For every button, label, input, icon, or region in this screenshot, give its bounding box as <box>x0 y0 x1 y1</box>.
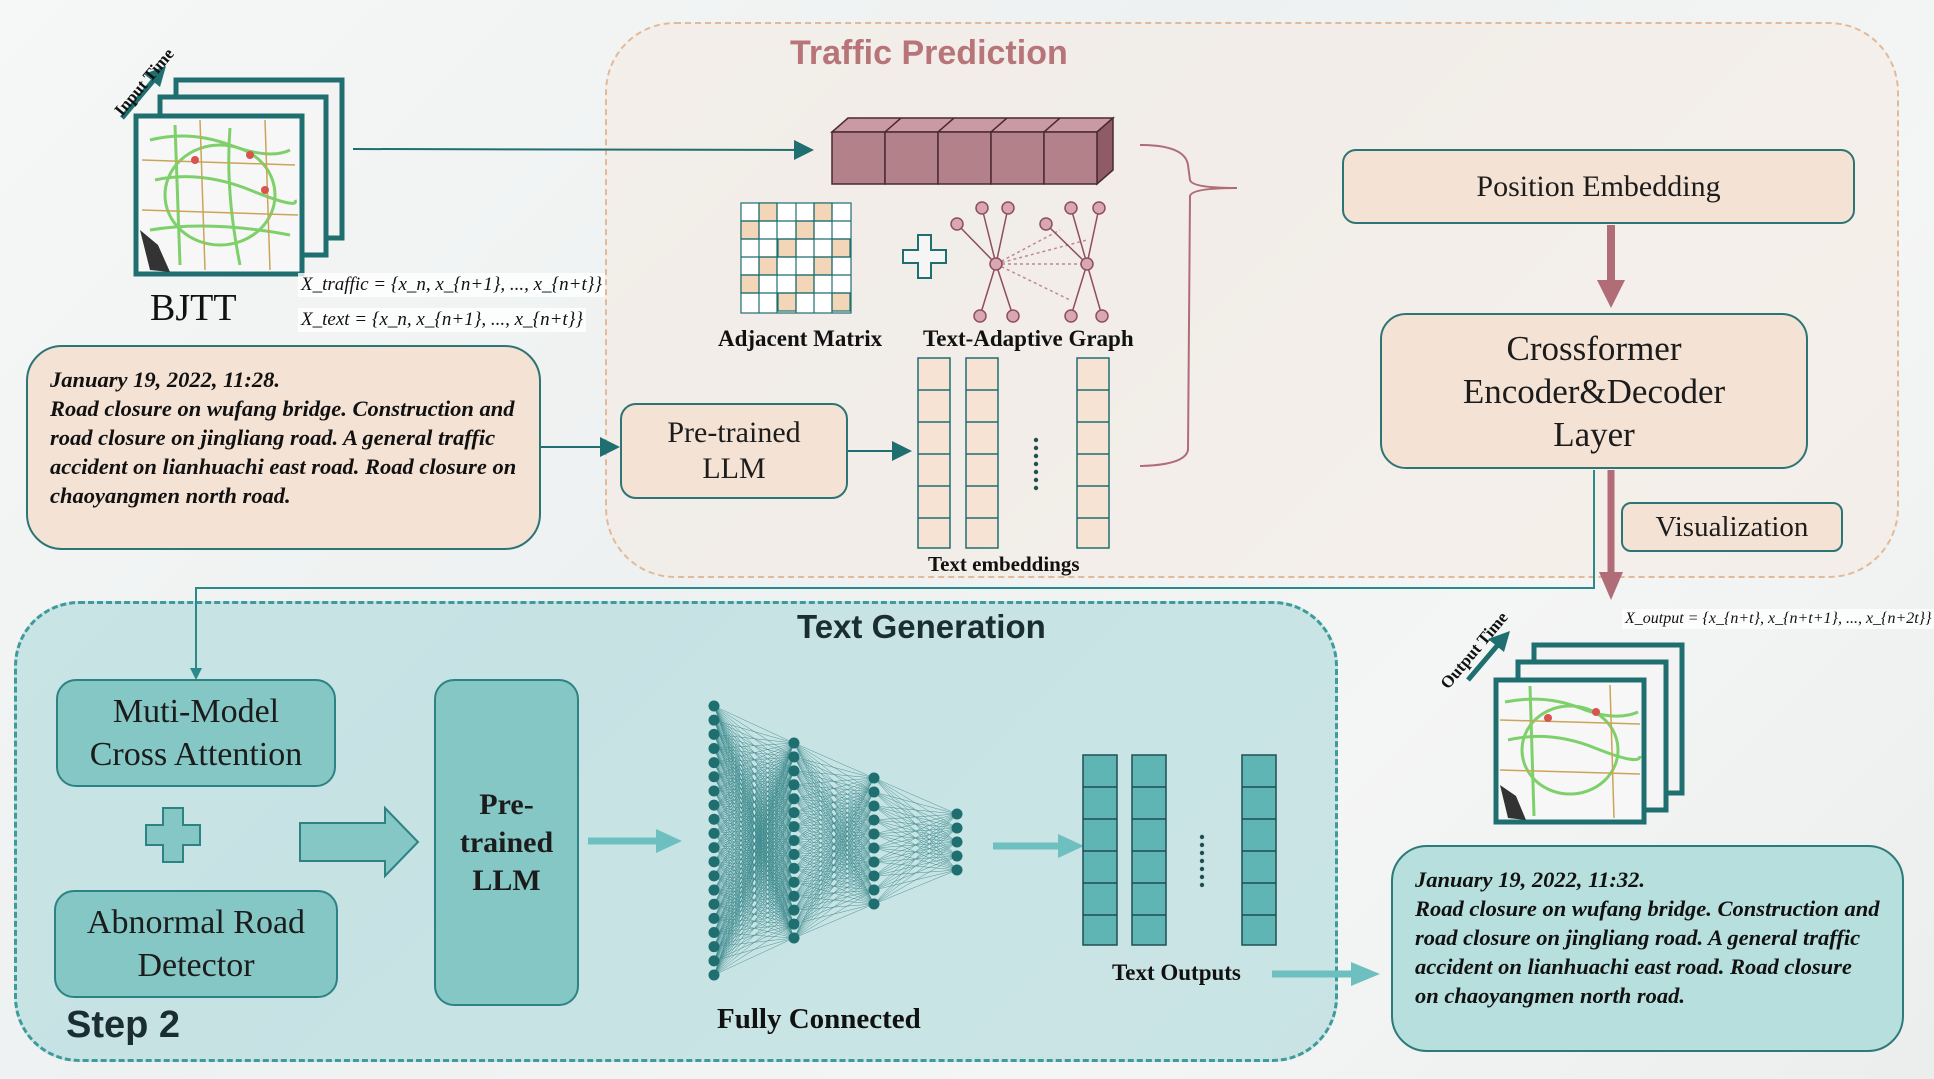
step-label: Step 2 <box>66 1004 181 1046</box>
fc-node <box>868 828 880 840</box>
output-time-arrow-icon <box>1466 631 1510 682</box>
pos-to-crossformer-arrow <box>1597 225 1625 308</box>
fc-node <box>708 700 720 712</box>
traffic-prediction-title: Traffic Prediction <box>790 34 1068 72</box>
fc-node <box>951 864 963 876</box>
fully-connected-network <box>708 700 963 981</box>
fc-node <box>868 898 880 910</box>
fc-node <box>788 918 800 930</box>
position-embedding-box: Position Embedding <box>1342 149 1855 224</box>
text-gen-llm-box: Pre-trained LLM <box>434 679 579 1006</box>
crossformer-to-output-arrow <box>1599 470 1623 600</box>
fc-node <box>788 904 800 916</box>
fc-node <box>708 728 720 740</box>
input-news-date: January 19, 2022, 11:28. <box>50 367 281 392</box>
fc-node <box>708 870 720 882</box>
fc-node <box>708 941 720 953</box>
fc-node <box>708 714 720 726</box>
cross-attention-box: Muti-Model Cross Attention <box>56 679 336 787</box>
input-news-box: January 19, 2022, 11:28. Road closure on… <box>26 345 541 550</box>
fc-node <box>708 969 720 981</box>
fc-node <box>951 836 963 848</box>
fc-node <box>868 842 880 854</box>
fc-node <box>788 862 800 874</box>
fc-node <box>788 890 800 902</box>
fc-node <box>708 856 720 868</box>
input-time-arrow-icon <box>120 66 166 120</box>
fc-node <box>868 856 880 868</box>
fc-to-outputs-arrow <box>993 834 1084 858</box>
fc-node <box>868 870 880 882</box>
fc-node <box>708 842 720 854</box>
fc-node <box>708 771 720 783</box>
formula-output: X_output = {x_{n+t}, x_{n+t+1}, ..., x_{… <box>1622 609 1934 629</box>
fully-connected-label: Fully Connected <box>717 1003 921 1035</box>
fc-node <box>868 786 880 798</box>
visualization-box: Visualization <box>1621 502 1843 552</box>
formula-text: X_text = {x_n, x_{n+1}, ..., x_{n+t}} <box>298 308 586 332</box>
fc-node <box>708 799 720 811</box>
fc-node <box>788 821 800 833</box>
fc-node <box>708 827 720 839</box>
adjacent-matrix <box>740 202 852 314</box>
abnormal-detector-box: Abnormal Road Detector <box>54 890 338 998</box>
fc-node <box>788 737 800 749</box>
dataset-label: BJTT <box>150 287 237 329</box>
outputs-to-news-arrow <box>1272 962 1380 986</box>
text-adaptive-graph-label: Text-Adaptive Graph <box>923 326 1134 351</box>
ellipsis-dots <box>1033 437 1039 491</box>
text-embeddings-columns <box>917 357 1110 549</box>
fc-node <box>868 814 880 826</box>
ellipsis-dots-output <box>1199 834 1205 888</box>
fc-node <box>788 751 800 763</box>
fc-node <box>788 793 800 805</box>
crossformer-box: Crossformer Encoder&Decoder Layer <box>1380 313 1808 469</box>
text-outputs-columns <box>1082 754 1277 946</box>
fc-node <box>788 807 800 819</box>
fc-node <box>708 884 720 896</box>
plus-teal-icon <box>145 807 201 863</box>
fc-node <box>708 813 720 825</box>
output-news-text: Road closure on wufang bridge. Construct… <box>1415 896 1880 1008</box>
text-generation-title: Text Generation <box>797 608 1046 645</box>
fc-node <box>788 765 800 777</box>
adjacent-matrix-label: Adjacent Matrix <box>718 326 883 351</box>
fc-node <box>788 932 800 944</box>
fc-node <box>951 808 963 820</box>
fc-node <box>788 848 800 860</box>
fc-node <box>708 898 720 910</box>
input-map-stack: Input Time <box>111 44 345 277</box>
big-right-arrow <box>299 805 420 879</box>
fc-node <box>708 912 720 924</box>
fc-node <box>868 884 880 896</box>
fc-node <box>708 927 720 939</box>
to-cross-attention-line <box>195 470 1595 674</box>
text-embeddings-label: Text embeddings <box>928 552 1080 576</box>
formula-traffic: X_traffic = {x_n, x_{n+1}, ..., x_{n+t}} <box>298 273 605 297</box>
fc-node <box>708 742 720 754</box>
fc-node <box>708 785 720 797</box>
input-news-text: Road closure on wufang bridge. Construct… <box>50 396 517 508</box>
fc-node <box>951 850 963 862</box>
fc-node <box>951 822 963 834</box>
text-adaptive-graph <box>950 201 1109 323</box>
fc-node <box>788 876 800 888</box>
fc-node <box>708 955 720 967</box>
output-map-stack: Output Time <box>1437 608 1685 825</box>
fc-node <box>788 779 800 791</box>
plus-icon <box>902 234 947 279</box>
traffic-tensor <box>830 116 1115 186</box>
output-news-box: January 19, 2022, 11:32. Road closure on… <box>1391 845 1904 1052</box>
fc-node <box>788 835 800 846</box>
output-news-date: January 19, 2022, 11:32. <box>1415 867 1646 892</box>
llm-to-fc-arrow <box>588 829 682 853</box>
pretrained-llm-box: Pre-trained LLM <box>620 403 848 499</box>
fc-node <box>868 772 880 784</box>
fc-node <box>868 800 880 812</box>
text-outputs-label: Text Outputs <box>1112 960 1241 985</box>
map-to-tensor-arrow <box>352 139 814 160</box>
fc-node <box>708 757 720 769</box>
merge-brace <box>1139 144 1238 467</box>
